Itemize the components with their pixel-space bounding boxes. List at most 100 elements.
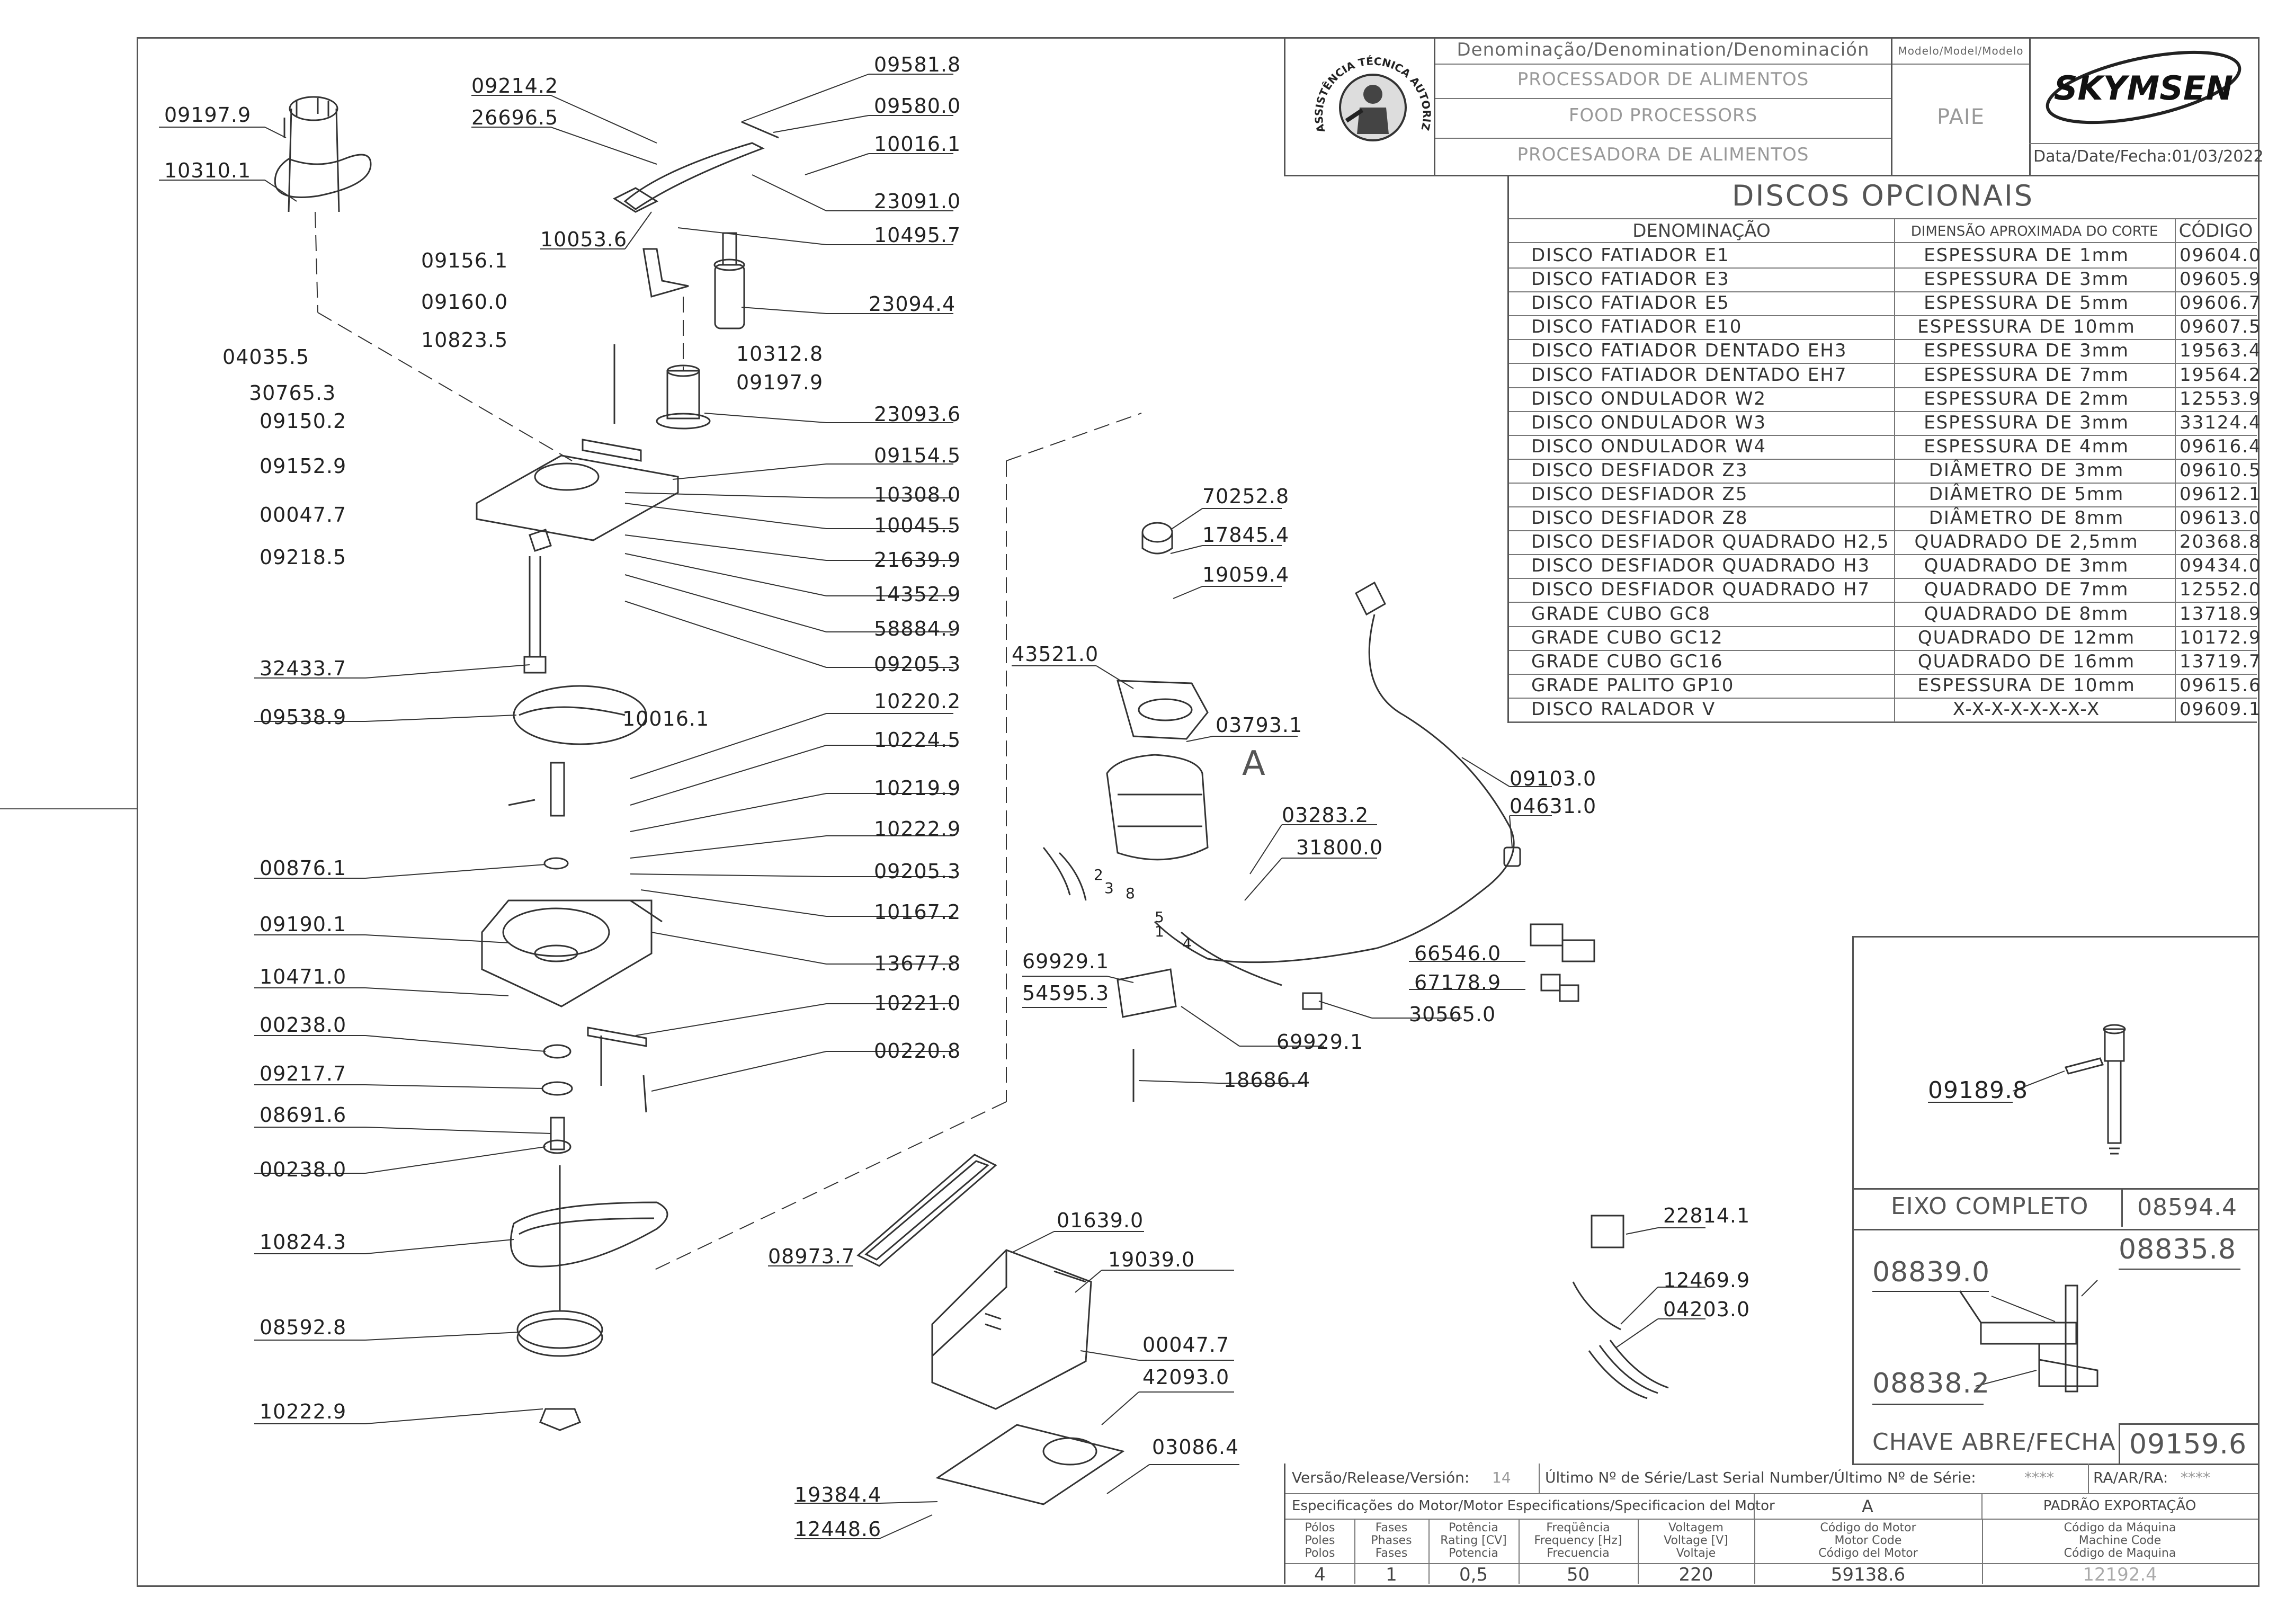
part-number-label: 23093.6 (874, 403, 961, 426)
part-number-label: 30765.3 (249, 381, 336, 405)
disc-name: DISCO DESFIADOR QUADRADO H7 (1531, 579, 1871, 601)
discs-header-code: CÓDIGO (2178, 220, 2253, 242)
part-number-label: 31800.0 (1296, 836, 1383, 859)
part-number-label: 26696.5 (471, 106, 559, 129)
drawing-frame (137, 37, 2260, 1587)
disc-dimension: ESPESSURA DE 10mm (1917, 674, 2136, 696)
part-number-label: 12448.6 (794, 1518, 882, 1541)
base-housing (931, 1249, 1092, 1410)
part-number-label: 21639.9 (874, 548, 961, 572)
disc-code: 13718.9 (2180, 603, 2262, 624)
shaft-code: 08594.4 (2137, 1194, 2237, 1221)
part-number-label: 67178.9 (1414, 971, 1502, 994)
part-number-label: 09217.7 (260, 1062, 347, 1085)
disc-code: 09434.0 (2180, 555, 2262, 577)
part-number-label: 10222.9 (874, 817, 961, 841)
wire-number: 3 (1104, 879, 1114, 897)
motor-spec-column: Código da Máquina Machine Code Código de… (1982, 1519, 2258, 1585)
disc-code: 09612.1 (2180, 484, 2262, 505)
part-number-label: 09156.1 (421, 249, 508, 272)
assistencia-seal: ASSISTÊNCIA TÉCNICA AUTORIZADA (1305, 31, 1436, 168)
part-number-label: 09205.3 (874, 860, 961, 883)
name-en: FOOD PROCESSORS (1568, 105, 1758, 126)
name-es: PROCESADORA DE ALIMENTOS (1517, 144, 1809, 165)
switch-part-3: 08838.2 (1872, 1368, 1990, 1399)
disc-code: 09613.0 (2180, 507, 2262, 529)
part-number-label: 10308.0 (874, 483, 961, 506)
motor-spec-label: Freqüência Frequency [Hz] Frecuencia (1534, 1521, 1622, 1560)
brand-name: SKYMSEN (2054, 69, 2233, 108)
serial-label: Último Nº de Série/Last Serial Number/Úl… (1545, 1469, 1976, 1486)
disc-dimension: QUADRADO DE 7mm (1924, 579, 2129, 601)
part-number-label: 54595.3 (1022, 981, 1110, 1005)
part-number-label: 09205.3 (874, 653, 961, 676)
disc-name: DISCO DESFIADOR QUADRADO H3 (1531, 555, 1871, 577)
part-number-label: 00047.7 (1142, 1333, 1230, 1357)
wire-number: 2 (1094, 866, 1104, 884)
switch-part-2: 08835.8 (2119, 1234, 2237, 1265)
part-number-label: 19039.0 (1108, 1248, 1195, 1271)
part-number-label: 42093.0 (1142, 1366, 1230, 1389)
disc-code: 12553.9 (2180, 388, 2262, 409)
part-number-label: 70252.8 (1202, 485, 1290, 508)
wire-number: 5 (1155, 908, 1165, 926)
part-number-label: 09154.5 (874, 444, 961, 467)
part-number-label: 66546.0 (1414, 942, 1502, 965)
disc-name: DISCO DESFIADOR QUADRADO H2,5 (1531, 531, 1890, 553)
part-number-label: 08691.6 (260, 1103, 347, 1127)
motor-spec-value: 50 (1519, 1563, 1638, 1585)
gasket (856, 1154, 997, 1267)
motor-spec-label: Especificações do Motor/Motor Especifica… (1292, 1498, 1775, 1514)
disc-code: 09609.1 (2180, 698, 2262, 720)
frame-tick-left (0, 808, 137, 809)
disc-name: DISCO FATIADOR E1 (1531, 245, 1730, 266)
disc-dimension: QUADRADO DE 16mm (1917, 650, 2136, 672)
part-number-label: 00238.0 (260, 1158, 347, 1181)
disc-name: DISCO ONDULADOR W4 (1531, 435, 1766, 457)
part-number-label: 30565.0 (1409, 1003, 1496, 1026)
top-plate (476, 344, 679, 674)
bowl-housing (481, 899, 663, 1007)
footer-block: Versão/Release/Versión: 14 Último Nº de … (1284, 1464, 2258, 1585)
disc-dimension: ESPESSURA DE 2mm (1924, 388, 2129, 409)
name-pt: PROCESSADOR DE ALIMENTOS (1517, 69, 1809, 90)
part-number-label: 09197.9 (736, 371, 824, 394)
part-number-label: 04035.5 (222, 345, 310, 369)
part-number-label: 09150.2 (260, 409, 347, 433)
pusher-assembly (612, 121, 779, 329)
disc-dimension: ESPESSURA DE 10mm (1917, 316, 2136, 338)
motor-assembly (1042, 522, 1378, 1102)
part-number-label: 10823.5 (421, 328, 508, 352)
disc-name: DISCO ONDULADOR W2 (1531, 388, 1766, 409)
disc-code: 09610.5 (2180, 459, 2262, 481)
disc-dimension: QUADRADO DE 3mm (1924, 555, 2129, 577)
disc-name: DISCO DESFIADOR Z8 (1531, 507, 1748, 529)
motor-spec-column: Código do Motor Motor Code Código del Mo… (1754, 1519, 1983, 1585)
part-number-label: 08592.8 (260, 1316, 347, 1339)
disc-dimension: QUADRADO DE 8mm (1924, 603, 2129, 624)
bottom-plate (935, 1424, 1125, 1505)
disc-name: GRADE CUBO GC8 (1531, 603, 1711, 624)
part-number-label: 10016.1 (874, 132, 961, 156)
disc-dimension: ESPESSURA DE 3mm (1924, 412, 2129, 433)
export-label: PADRÃO EXPORTAÇÃO (2043, 1498, 2196, 1514)
disc-dimension: ESPESSURA DE 1mm (1924, 245, 2129, 266)
discs-header-name: DENOMINAÇÃO (1632, 220, 1771, 242)
leader-lines (159, 74, 1705, 1539)
part-number-label: 69929.1 (1276, 1030, 1364, 1054)
discs-header-dim: DIMENSÃO APROXIMADA DO CORTE (1910, 224, 2158, 239)
model-label: Modelo/Model/Modelo (1898, 44, 2024, 57)
disc-name: GRADE PALITO GP10 (1531, 674, 1735, 696)
part-number-label: 10222.9 (260, 1400, 347, 1423)
switch-title: CHAVE ABRE/FECHA (1872, 1429, 2116, 1456)
version-value: 14 (1492, 1469, 1511, 1486)
disc-code: 09605.9 (2180, 269, 2262, 290)
motor-spec-value: 4 (1285, 1563, 1354, 1585)
